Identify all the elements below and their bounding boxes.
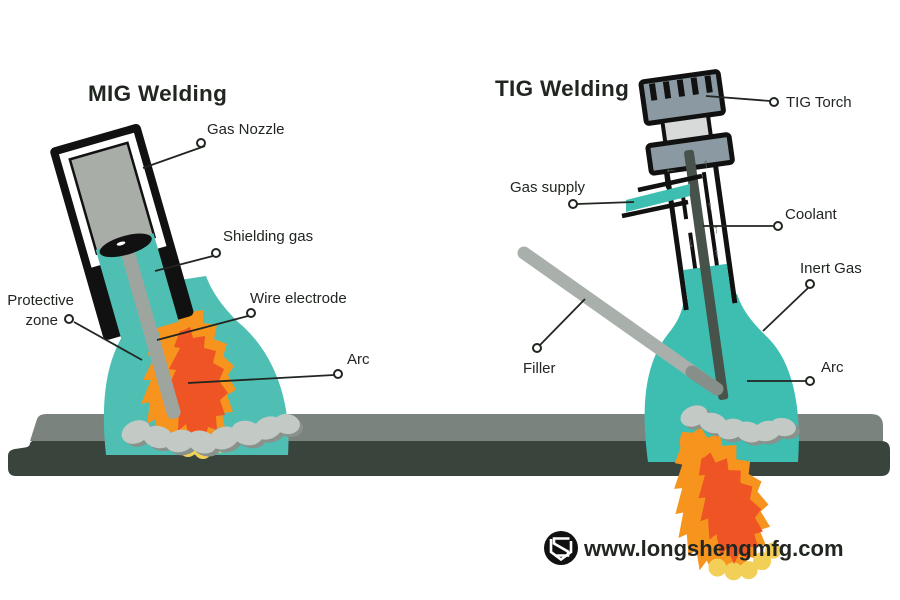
label-tig-arc: Arc: [821, 359, 844, 376]
label-wire-electrode: Wire electrode: [250, 290, 347, 307]
flow-arrow-up-icon: ↑: [712, 221, 721, 237]
tig-weld-bead: [680, 405, 800, 446]
mig-title: MIG Welding: [88, 81, 227, 106]
label-inert-gas: Inert Gas: [800, 260, 862, 277]
tig-tube-wall-right: [712, 162, 738, 304]
flow-arrow-up-icon: ↑: [712, 245, 721, 261]
flow-arrow-up-icon: ↑: [702, 155, 711, 171]
label-gas-nozzle: Gas Nozzle: [207, 121, 285, 138]
tig-gas-supply-tube: [621, 171, 703, 219]
mig-wire-electrode-rod: [117, 235, 181, 419]
flow-arrow-down-icon: ↓: [686, 234, 695, 250]
label-shielding-gas: Shielding gas: [223, 228, 313, 245]
label-protective-zone-line2: zone: [25, 312, 58, 329]
label-gas-supply: Gas supply: [510, 179, 586, 196]
mig-weld-bead: [121, 413, 303, 457]
label-mig-arc: Arc: [347, 351, 370, 368]
tig-flow-arrows: ← ↑ ↑ ↑ ↓ ↑: [663, 155, 721, 261]
tig-title: TIG Welding: [495, 76, 629, 101]
tig-welding-illustration: ← ↑ ↑ ↑ ↓ ↑: [517, 69, 800, 592]
flow-arrow-up-icon: ↑: [705, 197, 714, 213]
mig-contact-tip-highlight: [116, 241, 126, 246]
label-coolant: Coolant: [785, 206, 838, 223]
website-url: www.longshengmfg.com: [583, 536, 844, 561]
label-tig-torch: TIG Torch: [786, 94, 852, 111]
mig-callouts: Gas Nozzle Shielding gas Wire electrode …: [7, 121, 370, 384]
mig-torch: [50, 123, 194, 419]
mig-welding-illustration: [50, 123, 303, 459]
tig-callouts: TIG Torch Gas supply Coolant Inert Gas A…: [510, 94, 862, 386]
mig-contact-tip-disc: [99, 233, 152, 258]
label-protective-zone-line1: Protective: [7, 292, 74, 309]
tig-inner-wall-right: [701, 171, 720, 270]
tig-tungsten-electrode: [684, 149, 729, 400]
longsheng-logo-icon: [544, 531, 578, 565]
tig-filler-rod: [517, 246, 724, 396]
label-filler: Filler: [523, 360, 556, 377]
footer-branding: www.longshengmfg.com: [544, 531, 844, 565]
tig-cap-knurling: [649, 75, 713, 101]
